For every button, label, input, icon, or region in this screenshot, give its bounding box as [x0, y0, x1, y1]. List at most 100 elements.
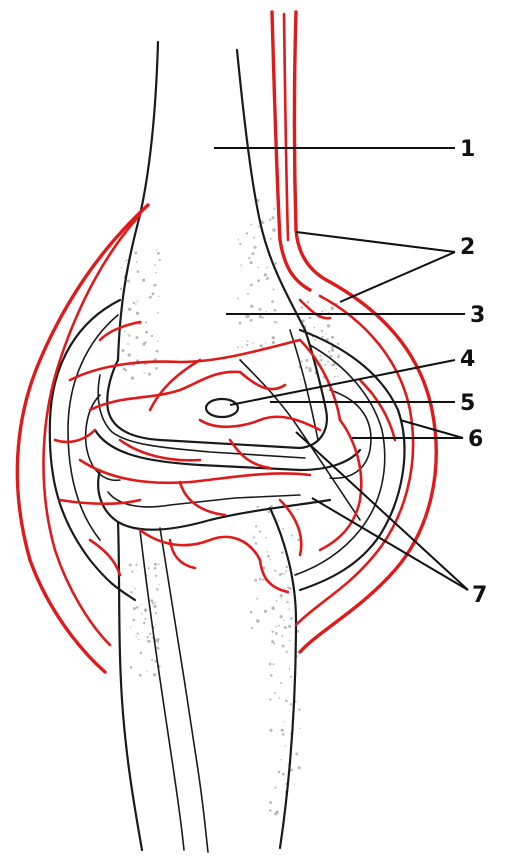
marrow-speck	[262, 317, 264, 319]
marrow-speck	[281, 729, 284, 732]
marrow-speck	[331, 336, 334, 339]
marrow-speck	[281, 551, 284, 554]
marrow-speck	[280, 594, 283, 597]
callout-7: 7	[472, 583, 487, 608]
marrow-speck	[262, 579, 264, 581]
marrow-speck	[142, 279, 145, 282]
marrow-speck	[158, 564, 159, 565]
marrow-speck	[143, 622, 145, 624]
marrow-speck	[322, 336, 324, 338]
marrow-speck	[159, 259, 161, 261]
marrow-speck	[157, 252, 160, 255]
marrow-speck	[325, 334, 326, 335]
marrow-speck	[151, 335, 153, 337]
marrow-speck	[144, 618, 146, 620]
marrow-speck	[147, 640, 149, 642]
marrow-speck	[151, 659, 153, 661]
marrow-speck	[274, 692, 276, 694]
marrow-speck	[338, 354, 340, 356]
marrow-speck	[259, 578, 261, 580]
marrow-speck	[246, 315, 249, 318]
marrow-speck	[136, 261, 138, 263]
marrow-speck	[274, 262, 277, 265]
marrow-speck	[133, 302, 135, 304]
marrow-speck	[289, 668, 291, 670]
marrow-speck	[151, 637, 153, 639]
marrow-speck	[274, 570, 276, 572]
capsule-inner-right	[296, 296, 413, 625]
marrow-speck	[250, 319, 253, 322]
marrow-speck	[150, 599, 153, 602]
leader-7a	[296, 432, 468, 590]
marrow-speck	[251, 252, 254, 255]
marrow-speck	[240, 264, 242, 266]
marrow-speck	[130, 627, 131, 628]
marrow-speck	[301, 361, 303, 363]
marrow-speck	[285, 745, 286, 746]
main-artery-left-wall	[272, 12, 310, 290]
marrow-speck	[293, 783, 294, 784]
fibula-right-edge	[160, 528, 208, 852]
marrow-speck	[156, 588, 159, 591]
marrow-speck	[273, 208, 275, 210]
marrow-speck	[242, 346, 243, 347]
marrow-speck	[282, 528, 284, 530]
leader-2a	[296, 232, 455, 252]
marrow-speck	[252, 537, 253, 538]
callout-2: 2	[460, 235, 475, 260]
marrow-speck	[279, 697, 281, 699]
marrow-speck	[290, 617, 293, 620]
marrow-speck	[253, 237, 255, 239]
marrow-speck	[285, 570, 287, 572]
net-17	[55, 430, 95, 442]
marrow-speck	[145, 331, 148, 334]
marrow-speck	[237, 346, 239, 348]
marrow-speck	[320, 359, 322, 361]
marrow-speck	[297, 509, 299, 511]
net-8	[180, 482, 225, 515]
marrow-speck	[122, 349, 125, 352]
marrow-speck	[255, 525, 257, 527]
marrow-speck	[272, 341, 275, 344]
marrow-speck	[271, 607, 274, 610]
marrow-speck	[281, 598, 282, 599]
marrow-speck	[154, 264, 156, 266]
marrow-speck	[270, 505, 272, 507]
marrow-speck	[271, 640, 274, 643]
bone-outlines	[50, 42, 405, 852]
marrow-speck	[270, 559, 271, 560]
marrow-speck	[286, 651, 288, 653]
marrow-speck	[288, 609, 289, 610]
marrow-speck	[305, 366, 308, 369]
marrow-speck	[267, 555, 270, 558]
marrow-speck	[157, 312, 159, 314]
marrow-speck	[327, 324, 330, 327]
marrow-speck	[256, 598, 258, 600]
net-4	[240, 372, 285, 389]
marrow-speck	[127, 333, 128, 334]
marrow-speck	[152, 602, 154, 604]
marrow-speck	[273, 288, 275, 290]
marrow-speck	[156, 350, 159, 353]
marrow-speck	[275, 626, 277, 628]
marrow-speck	[331, 307, 334, 310]
marrow-speck	[149, 633, 151, 635]
inner-capsule-right-2	[295, 345, 385, 575]
blood-vessels	[17, 12, 436, 672]
marrow-speck	[307, 301, 309, 303]
marrow-speck	[321, 310, 323, 312]
marrow-speck	[264, 273, 267, 276]
marrow-speck	[309, 317, 312, 320]
net-20	[90, 540, 120, 575]
marrow-speck	[266, 311, 267, 312]
lower-bone-left-edge	[118, 522, 142, 850]
marrow-speck	[135, 303, 136, 304]
marrow-speck	[325, 309, 326, 310]
marrow-speck	[250, 284, 253, 287]
marrow-speck	[256, 619, 259, 622]
marrow-speck	[153, 673, 156, 676]
marrow-speck	[140, 652, 143, 655]
marrow-speck	[155, 272, 157, 274]
marrow-speck	[254, 246, 257, 249]
marrow-speck	[127, 343, 129, 345]
